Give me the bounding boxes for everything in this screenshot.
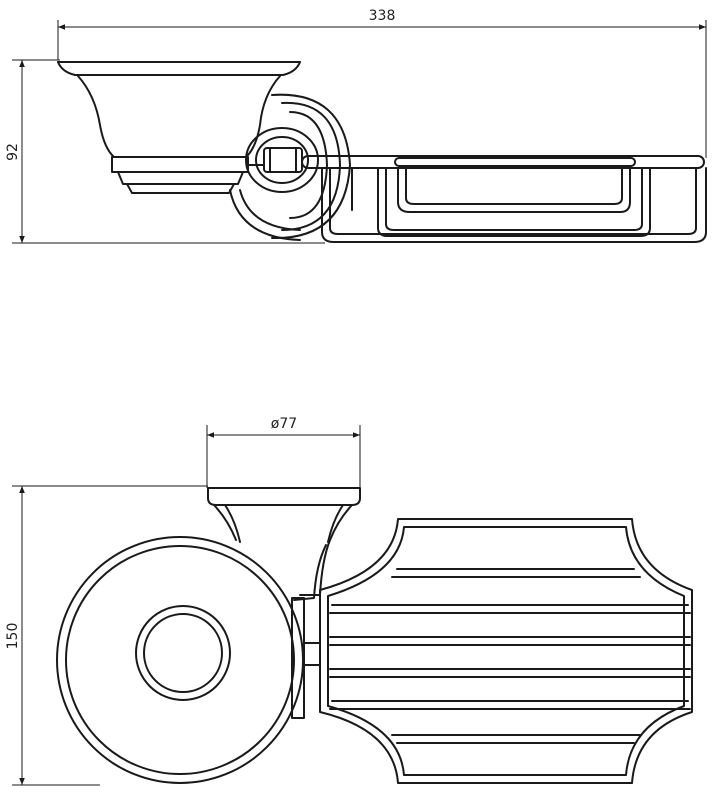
- cup-top: [207, 487, 361, 601]
- dimension-width: 338: [57, 8, 707, 158]
- dimension-height-side: 92: [5, 59, 325, 244]
- side-view: 338 92: [5, 8, 707, 244]
- wall-rosette-top: [56, 536, 321, 784]
- top-view: ø77 150: [5, 416, 693, 786]
- dimension-height-side-label: 92: [5, 143, 21, 161]
- dimension-diameter: ø77: [206, 416, 361, 488]
- dimension-width-label: 338: [369, 8, 396, 24]
- dimension-diameter-label: ø77: [271, 416, 297, 432]
- dimension-height-top: 150: [5, 485, 208, 786]
- soap-basket-side: [301, 155, 707, 243]
- cup-side: [57, 61, 301, 194]
- soap-basket-top: [319, 518, 693, 784]
- wall-rosette-side: [229, 93, 351, 241]
- dimension-height-top-label: 150: [5, 623, 21, 650]
